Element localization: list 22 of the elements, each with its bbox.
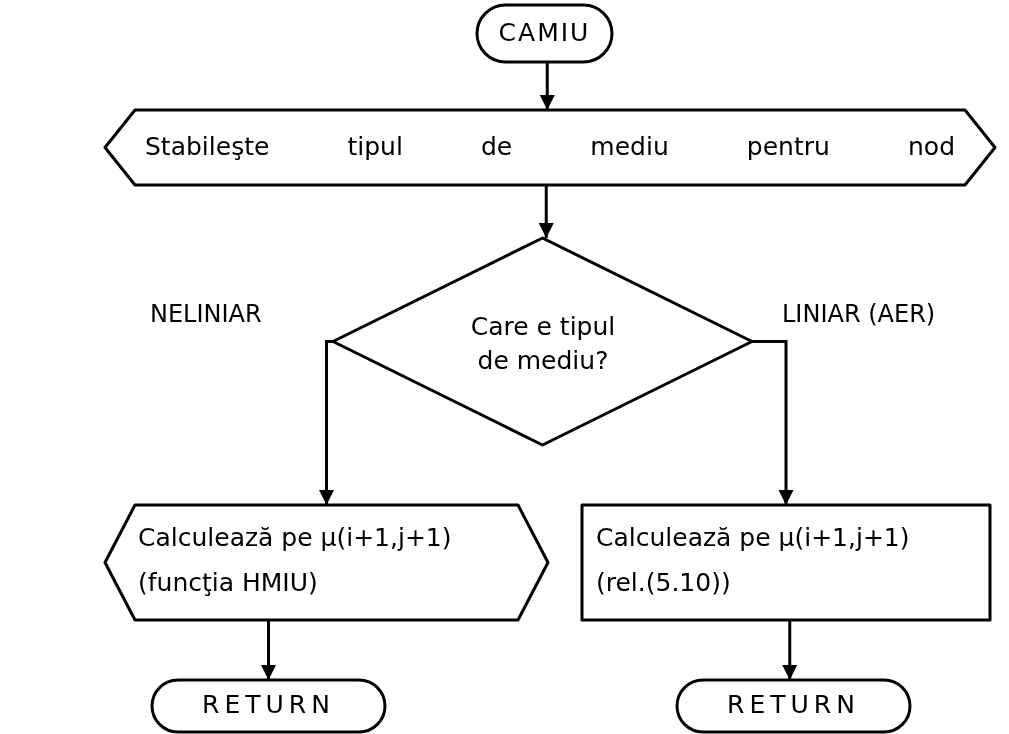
node-text: CAMIU [497, 18, 592, 47]
arrow [782, 620, 798, 680]
arrow [752, 340, 794, 505]
arrow [261, 620, 276, 680]
node-text: Calculează pe μ(i+1,j+1) [138, 523, 453, 552]
node-text: Care e tipul de mediu? [469, 311, 617, 377]
preparation-hexagon [105, 110, 995, 185]
arrow [539, 62, 555, 110]
arrow [319, 340, 334, 505]
decision-diamond [333, 238, 752, 445]
node-text: Stabileşte tipul de mediu pentru nod [145, 132, 955, 161]
terminator-shape [677, 680, 910, 732]
process-box [582, 505, 990, 620]
terminator-shape [152, 680, 385, 732]
preparation-hexagon [105, 505, 548, 620]
node-text: RETURN [726, 690, 861, 719]
node-text: (funcţia HMIU) [138, 568, 319, 597]
arrow [538, 185, 554, 238]
node-text: (rel.(5.10)) [596, 568, 732, 597]
node-text: Calculează pe μ(i+1,j+1) [596, 523, 911, 552]
terminator-shape [477, 5, 612, 62]
node-text: RETURN [201, 690, 336, 719]
